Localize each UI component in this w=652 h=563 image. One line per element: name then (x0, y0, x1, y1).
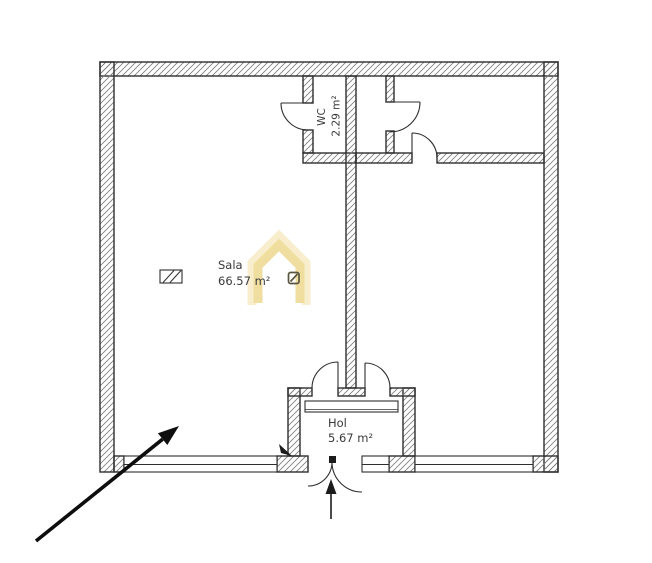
wall-hol-left (287, 387, 301, 457)
direction-arrow-icon (34, 426, 179, 543)
wall-hol-top-right (389, 387, 416, 397)
door-marker-icon (279, 444, 292, 456)
wall-bottom-pier-right (388, 455, 416, 473)
wall-hol-top-center (337, 387, 366, 397)
logo-mark-icon (287, 271, 300, 285)
wall-closet-lower-stub (385, 130, 395, 154)
hol-area: 5.67 m² (328, 431, 373, 445)
wc-label: WC (316, 108, 328, 126)
wall-right (543, 61, 559, 473)
entrance-door-meeting-block (329, 456, 336, 463)
doors (280, 101, 438, 493)
wall-closet-upper-stub (385, 75, 395, 103)
door-closet (389, 101, 421, 133)
legend-wall-hatch-icon (159, 269, 183, 284)
wall-bottom-corner-right (532, 455, 559, 473)
wall-horizontal-left (355, 152, 413, 164)
watermark-house-icon (247, 229, 311, 305)
wall-wc-left-lower-stub (302, 129, 314, 154)
sala-label: Sala (218, 258, 243, 272)
door-hol-left (311, 361, 339, 389)
windows (123, 455, 534, 473)
wall-hol-top-left (287, 387, 313, 397)
hol-label: Hol (328, 416, 347, 430)
wall-wc-left-upper-stub (302, 75, 314, 104)
hol-wardrobe (304, 400, 399, 413)
wall-top (99, 61, 559, 77)
wall-bottom-pier-left (276, 455, 309, 473)
room-labels: Sala 66.57 m² WC 2.29 m² Hol 5.67 m² (218, 95, 373, 445)
door-entrance-left-leaf (307, 461, 333, 487)
door-top-right-room (411, 132, 438, 159)
wall-divider-vertical (345, 75, 357, 389)
wall-left (99, 61, 115, 473)
wall-hol-right (402, 387, 416, 457)
door-entrance-right-leaf (331, 461, 363, 493)
wc-area: 2.29 m² (331, 95, 343, 136)
sala-area: 66.57 m² (218, 274, 270, 288)
door-wc (280, 102, 309, 131)
door-hol-right (364, 362, 391, 389)
entrance-arrow-icon (325, 479, 337, 519)
wall-horizontal-right (436, 152, 545, 164)
